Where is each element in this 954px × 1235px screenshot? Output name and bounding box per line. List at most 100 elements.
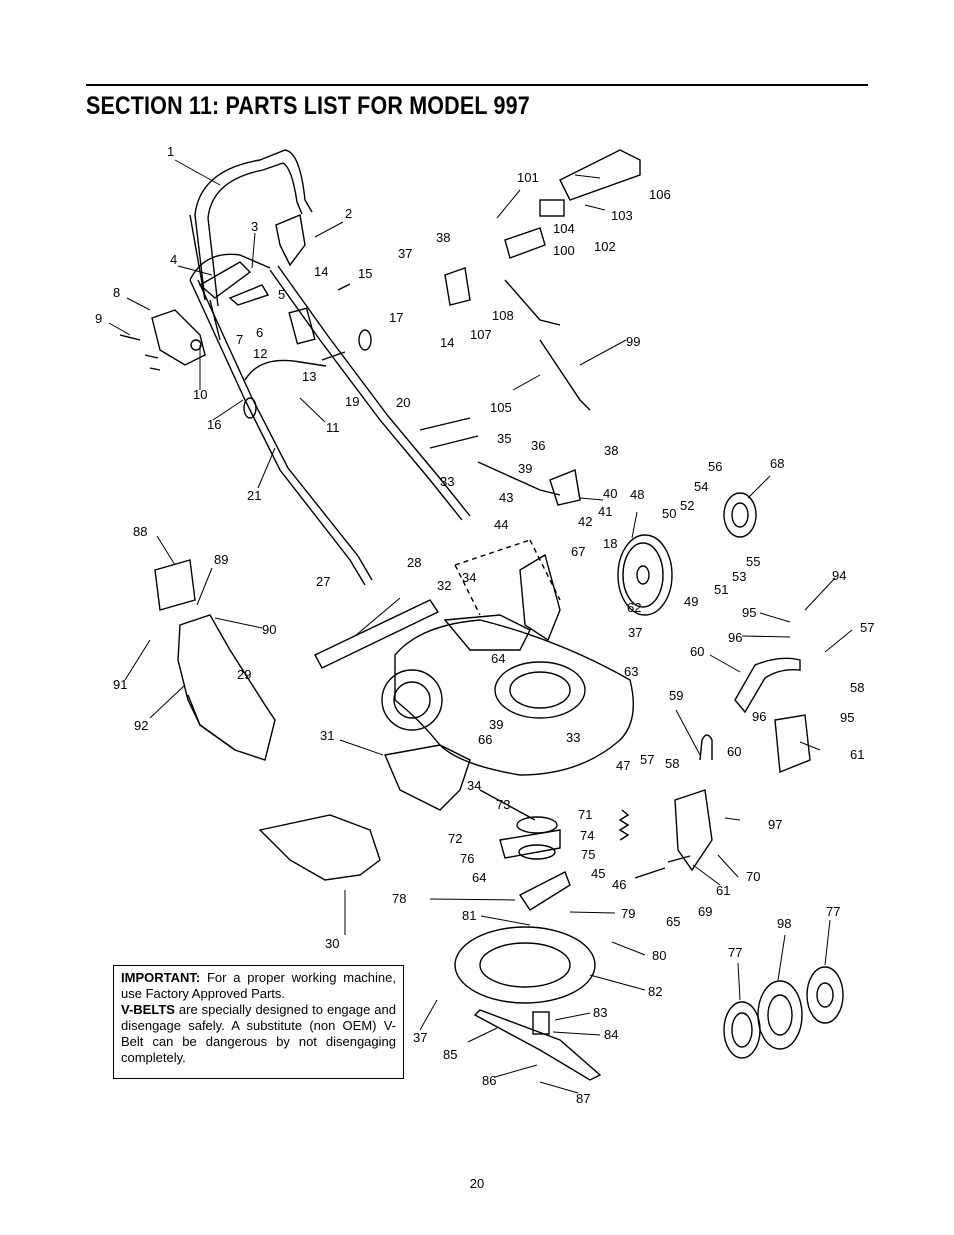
callout-85: 85	[443, 1047, 457, 1062]
callout-37-extra-13: 37	[413, 1030, 427, 1045]
callout-34-extra-5: 34	[467, 778, 481, 793]
callout-11: 11	[326, 420, 340, 435]
callout-33: 33	[440, 474, 454, 489]
callout-71: 71	[578, 807, 592, 822]
callout-43: 43	[499, 490, 513, 505]
callout-29: 29	[237, 667, 251, 682]
callout-14-extra-0: 14	[440, 335, 454, 350]
callout-67: 67	[571, 544, 585, 559]
callout-35: 35	[497, 431, 511, 446]
callout-44: 44	[494, 517, 508, 532]
front-wheels-drawing	[723, 966, 844, 1059]
callout-7: 7	[236, 332, 243, 347]
upper-handle-drawing	[189, 149, 313, 341]
callout-87: 87	[576, 1091, 590, 1106]
callout-47: 47	[616, 758, 630, 773]
callout-106: 106	[649, 187, 671, 202]
callout-31: 31	[320, 728, 334, 743]
important-label: IMPORTANT:	[121, 970, 201, 985]
callout-97: 97	[768, 817, 782, 832]
leader-lines	[108, 159, 853, 1094]
important-notice: IMPORTANT: For a proper working machine,…	[113, 965, 404, 1079]
callout-79: 79	[621, 906, 635, 921]
rods-drawing	[419, 417, 479, 449]
spring-drawing	[699, 734, 713, 761]
callout-92: 92	[134, 718, 148, 733]
blade-drawing	[473, 1009, 602, 1081]
chute-drawing	[258, 814, 381, 881]
callout-39-extra-3: 39	[489, 717, 503, 732]
callout-103: 103	[611, 208, 633, 223]
callout-52: 52	[680, 498, 694, 513]
callout-9: 9	[95, 311, 102, 326]
vbelts-text: are specially designed to engage and dis…	[121, 1002, 396, 1065]
callout-105: 105	[490, 400, 512, 415]
callout-80: 80	[652, 948, 666, 963]
callout-72: 72	[448, 831, 462, 846]
callout-30: 30	[325, 936, 339, 951]
callout-55: 55	[746, 554, 760, 569]
callout-32: 32	[437, 578, 451, 593]
callout-70: 70	[746, 869, 760, 884]
page-number: 20	[469, 1176, 485, 1191]
callout-82: 82	[648, 984, 662, 999]
callout-49: 49	[684, 594, 698, 609]
bag-frame-drawing	[154, 559, 196, 611]
pulley-assembly-drawing	[479, 789, 571, 911]
cable-drawing	[477, 461, 561, 496]
adapter-drawing	[532, 1011, 550, 1035]
callout-69: 69	[698, 904, 712, 919]
callout-94: 94	[832, 568, 846, 583]
callout-83: 83	[593, 1005, 607, 1020]
axle-bracket-drawing	[774, 714, 811, 773]
callout-64: 64	[491, 651, 505, 666]
control-bracket-drawing	[198, 214, 372, 419]
callout-39: 39	[518, 461, 532, 476]
callout-75: 75	[581, 847, 595, 862]
callout-104: 104	[553, 221, 575, 236]
callout-96-extra-12: 96	[752, 709, 766, 724]
callout-56: 56	[708, 459, 722, 474]
callout-40: 40	[603, 486, 617, 501]
callout-21: 21	[247, 488, 261, 503]
callout-77-b: 77	[826, 904, 840, 919]
callout-90: 90	[262, 622, 276, 637]
callout-62: 62	[627, 600, 641, 615]
spring-drawing-2	[618, 809, 630, 841]
callout-91: 91	[113, 677, 127, 692]
shield-drawing	[314, 599, 440, 669]
callout-95-extra-11: 95	[840, 710, 854, 725]
handle-bracket-drawing	[119, 309, 206, 371]
callout-2: 2	[345, 206, 352, 221]
callout-12: 12	[253, 346, 267, 361]
callout-68: 68	[770, 456, 784, 471]
callout-13: 13	[302, 369, 316, 384]
callout-58: 58	[850, 680, 864, 695]
callout-65: 65	[666, 914, 680, 929]
callout-54: 54	[694, 479, 708, 494]
callout-95: 95	[742, 605, 756, 620]
grass-bag-drawing	[177, 614, 276, 761]
callout-61-extra-10: 61	[716, 883, 730, 898]
callout-34: 34	[462, 570, 476, 585]
callout-28: 28	[407, 555, 421, 570]
callout-17: 17	[389, 310, 403, 325]
deflector-drawing	[384, 744, 471, 811]
callout-10: 10	[193, 387, 207, 402]
callout-89: 89	[214, 552, 228, 567]
callout-81: 81	[462, 908, 476, 923]
callout-38-extra-2: 38	[604, 443, 618, 458]
axle-drawing	[734, 657, 801, 714]
callout-66: 66	[478, 732, 492, 747]
vbelts-label: V-BELTS	[121, 1002, 175, 1017]
callout-53: 53	[732, 569, 746, 584]
callout-41: 41	[598, 504, 612, 519]
callout-1: 1	[167, 144, 174, 159]
cable-bracket-drawing	[549, 469, 581, 506]
callout-51: 51	[714, 582, 728, 597]
callout-99: 99	[626, 334, 640, 349]
page-title: SECTION 11: PARTS LIST FOR MODEL 997	[86, 92, 530, 120]
callout-14: 14	[314, 264, 328, 279]
